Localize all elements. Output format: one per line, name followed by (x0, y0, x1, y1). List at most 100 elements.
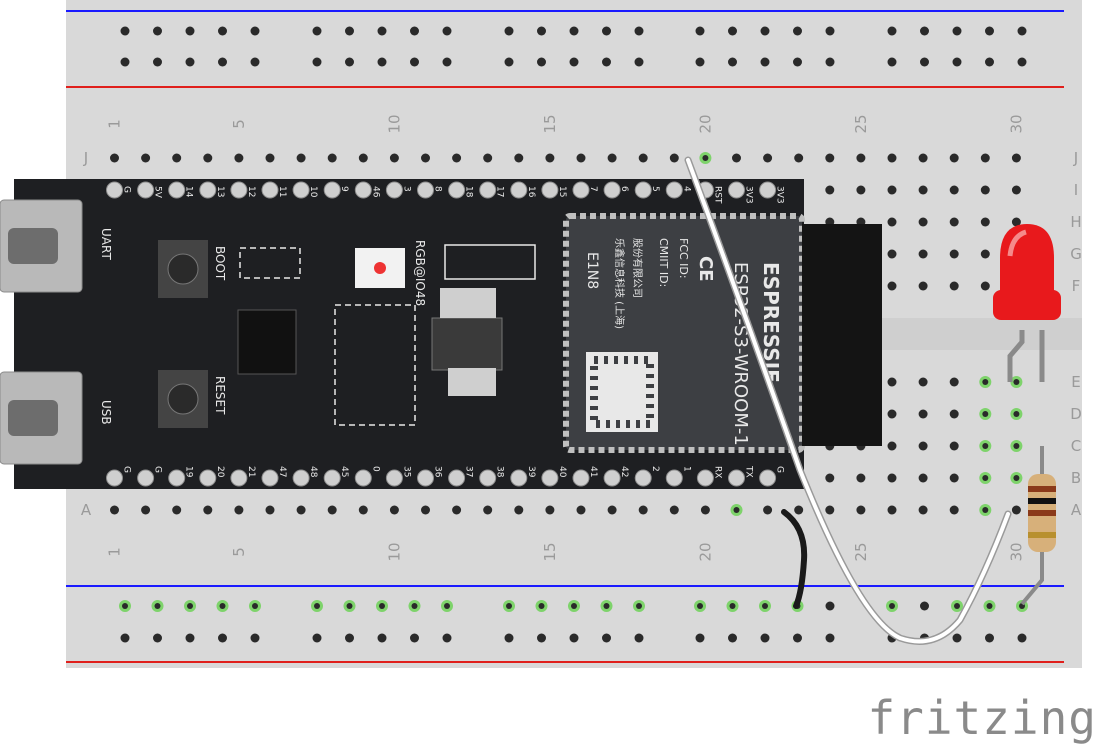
header-pin-label: 9 (339, 186, 349, 192)
led-leg-left (1007, 330, 1025, 382)
header-pin (417, 181, 434, 199)
rail-hole (185, 26, 195, 36)
header-pin-label: G (122, 466, 132, 473)
rail-hole-center (411, 603, 418, 609)
led-body (1000, 224, 1054, 292)
breadboard-hole (887, 217, 897, 227)
rail-hole (153, 26, 162, 36)
module-ce: CE (695, 256, 716, 282)
breadboard-hole (825, 185, 835, 195)
breadboard-hole (763, 505, 773, 515)
breadboard-hole (545, 153, 555, 163)
breadboard-hole-center (1013, 379, 1020, 385)
rail-hole-center (729, 603, 736, 609)
breadboard-hole (607, 505, 617, 515)
header-pin-label: 0 (370, 466, 380, 472)
label-boot: BOOT (213, 246, 227, 281)
breadboard-hole (825, 505, 835, 515)
column-number: 5 (230, 119, 248, 129)
usb-uart-port (8, 228, 58, 264)
header-pin-label: 11 (277, 186, 287, 197)
rail-hole (442, 26, 452, 36)
breadboard-hole (389, 505, 399, 515)
breadboard-hole (918, 249, 928, 259)
header-pin-label: 14 (184, 186, 194, 198)
breadboard-hole (110, 505, 119, 515)
header-pin (106, 469, 123, 487)
rail-hole (1017, 57, 1027, 67)
rail-hole (185, 57, 195, 67)
rail-hole (793, 26, 802, 36)
breadboard-hole (514, 153, 524, 163)
header-pin-label: RX (712, 466, 722, 478)
breadboard-hole (141, 505, 151, 515)
row-letter: J (1073, 149, 1078, 167)
rail-hole (377, 57, 387, 67)
red-led (993, 224, 1061, 382)
module-maker-cn2: 股份有限公司 (631, 238, 644, 298)
rail-hole (634, 633, 644, 643)
rail-hole-center (154, 603, 161, 609)
rail-hole (218, 57, 227, 67)
label-uart: UART (99, 228, 113, 260)
breadboard-hole (887, 153, 897, 163)
rail-hole (218, 26, 227, 36)
breadboard-hole (949, 441, 959, 451)
row-letter: I (1074, 181, 1078, 199)
breadboard-hole (358, 153, 368, 163)
rail-hole-center (636, 603, 642, 609)
rail-hole (695, 26, 705, 36)
header-pin (634, 469, 652, 487)
breadboard-hole-center (982, 379, 989, 385)
rail-hole-center (187, 603, 193, 609)
breadboard-hole (887, 281, 897, 291)
header-pin (137, 469, 155, 487)
header-pin (696, 469, 714, 487)
header-pin-label: G (122, 186, 132, 193)
module-maker-cn: 乐鑫信息科技 (上海) (613, 238, 626, 329)
breadboard-hole (980, 185, 990, 195)
breadboard-hole (949, 217, 959, 227)
rail-hole-center (314, 603, 320, 609)
header-pin (417, 469, 434, 487)
row-letter: H (1070, 213, 1081, 231)
reset-button-cap (167, 383, 199, 415)
row-letter: F (1072, 277, 1081, 295)
header-pin-label: G (775, 466, 785, 473)
breadboard-hole (452, 505, 462, 515)
rail-hole (504, 633, 514, 643)
resistor-band-1 (1028, 486, 1056, 492)
header-pin (323, 181, 341, 199)
column-number: 15 (541, 114, 559, 133)
esp32-s3-devkit: UART USB BOOT RESET RGB@IO48 FCC ID: CMI… (0, 179, 882, 489)
breadboard-hole (949, 409, 959, 419)
rail-hole (410, 633, 419, 643)
module-fcc: FCC ID: (677, 238, 690, 279)
rail-hole (985, 633, 994, 643)
header-pin (199, 469, 217, 487)
breadboard-hole (825, 153, 835, 163)
header-pin (292, 181, 310, 199)
smd-parts-1 (444, 244, 536, 280)
header-pin (603, 469, 621, 487)
column-number: 1 (106, 119, 124, 129)
rail-hole (153, 57, 162, 67)
label-rgb: RGB@IO48 (413, 240, 427, 306)
breadboard-hole (669, 505, 679, 515)
breadboard-hole (887, 249, 897, 259)
black-wire (781, 509, 808, 609)
breadboard-hole (421, 505, 430, 515)
rail-hole-center (252, 603, 258, 609)
rail-hole-center (219, 603, 226, 609)
regulator-pins (440, 288, 496, 318)
rail-hole (250, 26, 260, 36)
rail-hole (442, 57, 452, 67)
rail-hole (153, 633, 162, 643)
breadboard-hole (514, 505, 524, 515)
header-pin-label: 6 (619, 186, 629, 192)
header-pin (292, 469, 310, 487)
resistor-band-3 (1028, 510, 1056, 516)
breadboard-hole (1011, 505, 1021, 515)
row-letter: E (1071, 373, 1080, 391)
